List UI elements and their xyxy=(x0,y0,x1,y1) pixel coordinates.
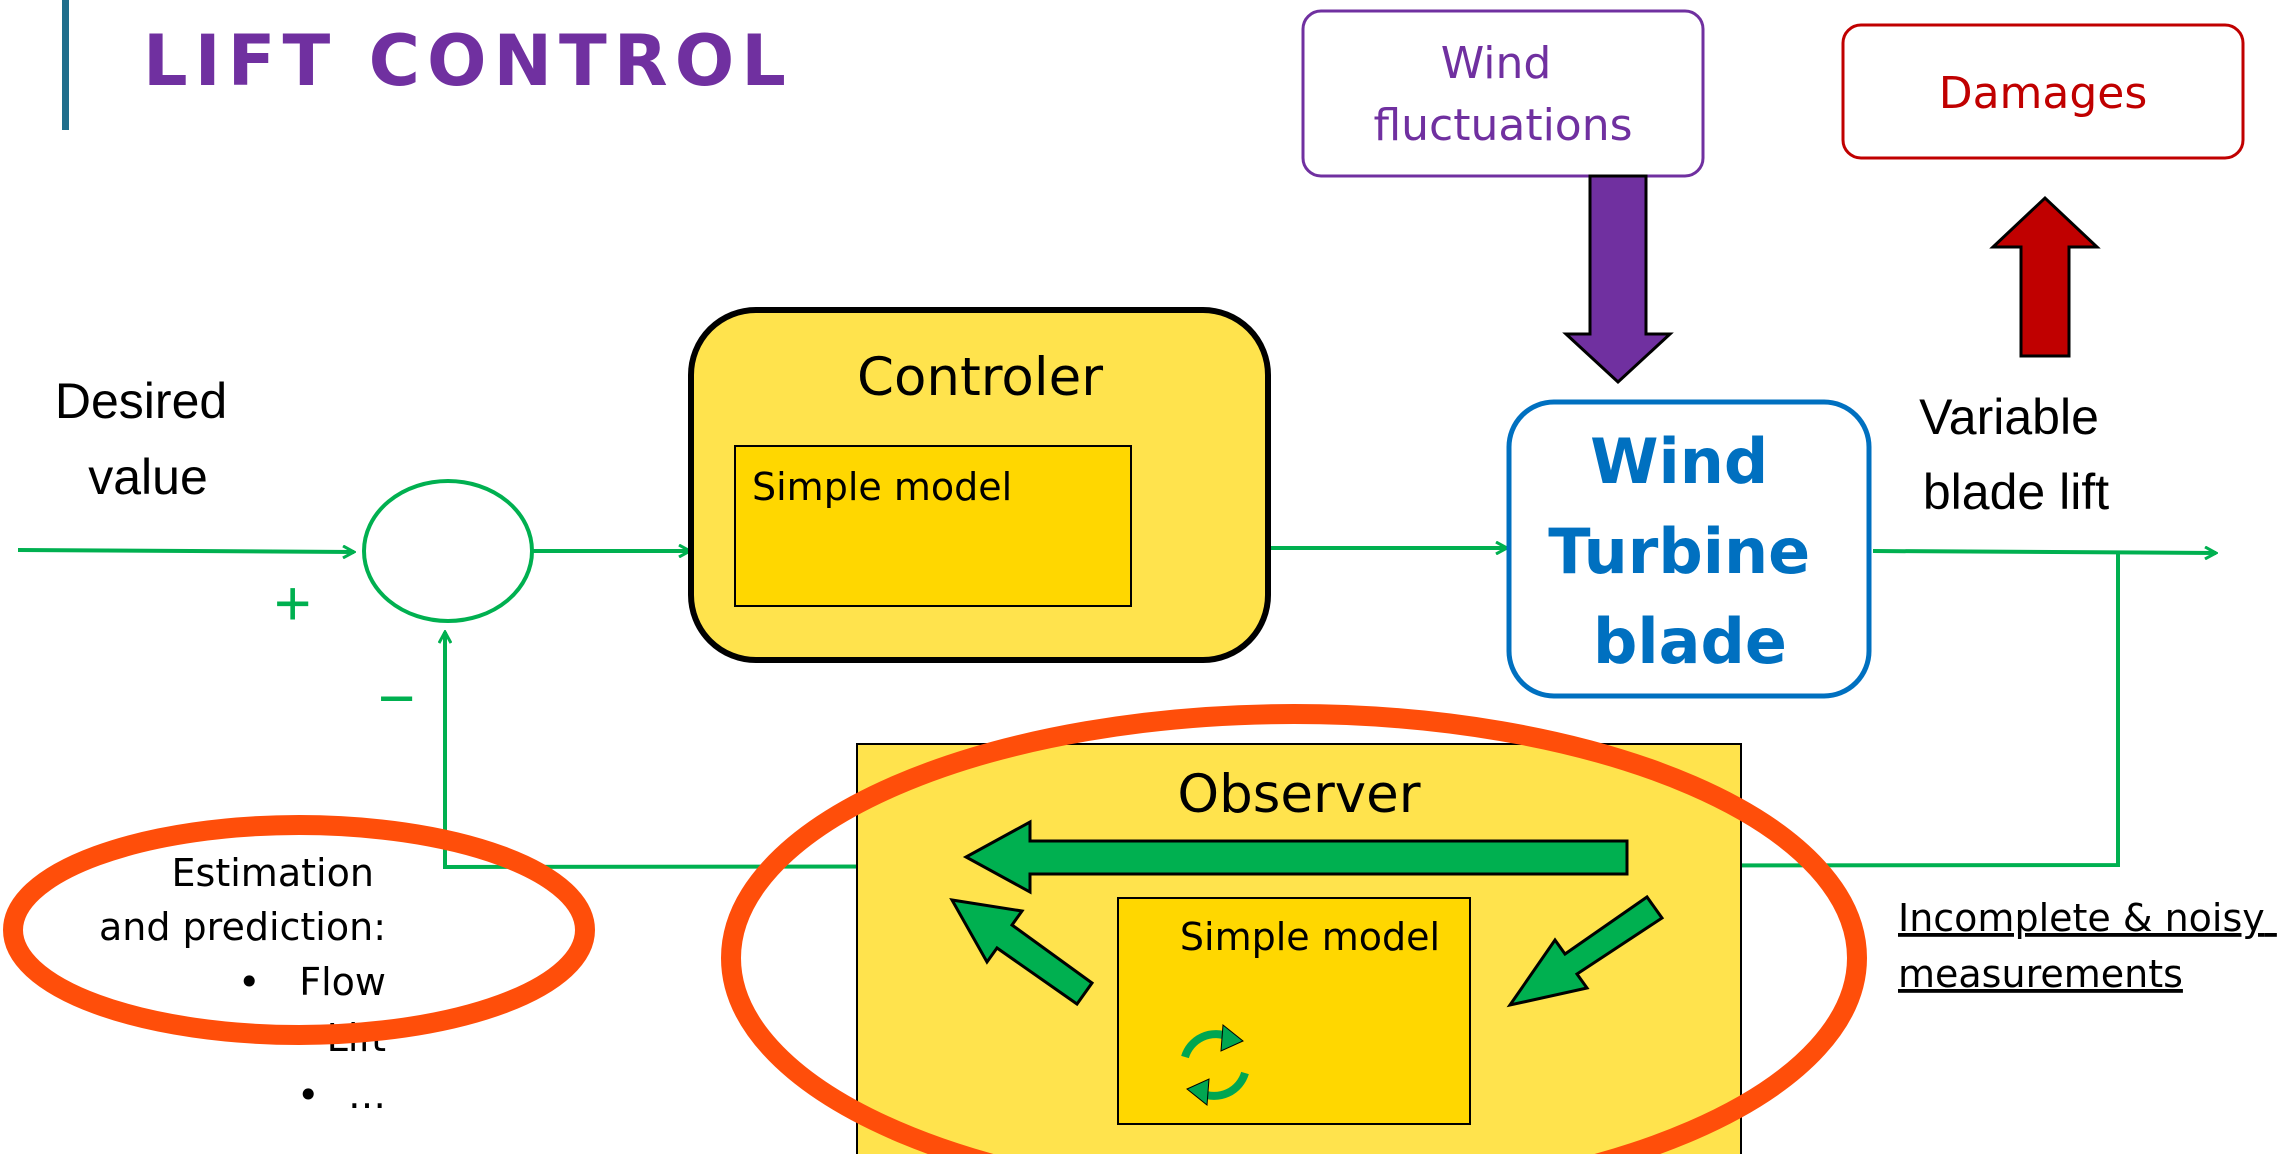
observer-title: Observer xyxy=(1177,764,1420,825)
controller-model-label: Simple model xyxy=(752,465,1012,509)
model-output-arrow xyxy=(949,898,1095,1007)
desired-value-label: Desired value xyxy=(55,373,241,505)
observer-estimate-arrow xyxy=(962,819,1629,895)
summing-junction xyxy=(362,479,534,623)
estimation-highlight-ellipse xyxy=(3,815,595,1045)
minus-sign: − xyxy=(378,662,415,734)
wind-fluctuations-label: Wind fluctuations xyxy=(1373,38,1632,151)
estimation-item-bullet: • xyxy=(297,1073,319,1117)
disturbance-arrow xyxy=(1562,174,1674,385)
estimation-item-more: … xyxy=(348,1073,386,1117)
measurements-label: Incomplete & noisy measurements xyxy=(1898,896,2277,996)
damages-box xyxy=(1841,23,2245,160)
input-signal-arrow xyxy=(17,550,354,552)
wind-turbine-blade-block xyxy=(1506,399,1872,699)
observer-model-box xyxy=(1117,897,1471,1125)
controller-model-box xyxy=(734,445,1132,607)
refresh-cycle-icon xyxy=(1181,1024,1249,1106)
output-signal-arrow xyxy=(1872,551,2216,553)
damages-label: Damages xyxy=(1939,68,2148,119)
wind-fluctuations-box xyxy=(1301,9,1705,178)
plus-sign: + xyxy=(274,567,311,639)
observer-highlight-ellipse xyxy=(721,704,1867,1159)
estimation-item-bullet: • xyxy=(238,960,260,1004)
variable-blade-lift-label: Variable blade lift xyxy=(1919,389,2113,520)
title-accent-bar xyxy=(62,0,69,130)
damages-arrow xyxy=(1989,195,2101,358)
slide-title: LIFT CONTROL xyxy=(143,20,793,102)
estimation-heading: Estimation and prediction: xyxy=(99,851,386,949)
wind-turbine-blade-label: Wind Turbine blade xyxy=(1548,425,1832,678)
estimation-item-flow: Flow xyxy=(299,960,386,1004)
measurement-input-arrow xyxy=(1506,894,1665,1008)
observer-model-label: Simple model xyxy=(1180,915,1440,959)
controller-title: Controler xyxy=(857,347,1103,408)
